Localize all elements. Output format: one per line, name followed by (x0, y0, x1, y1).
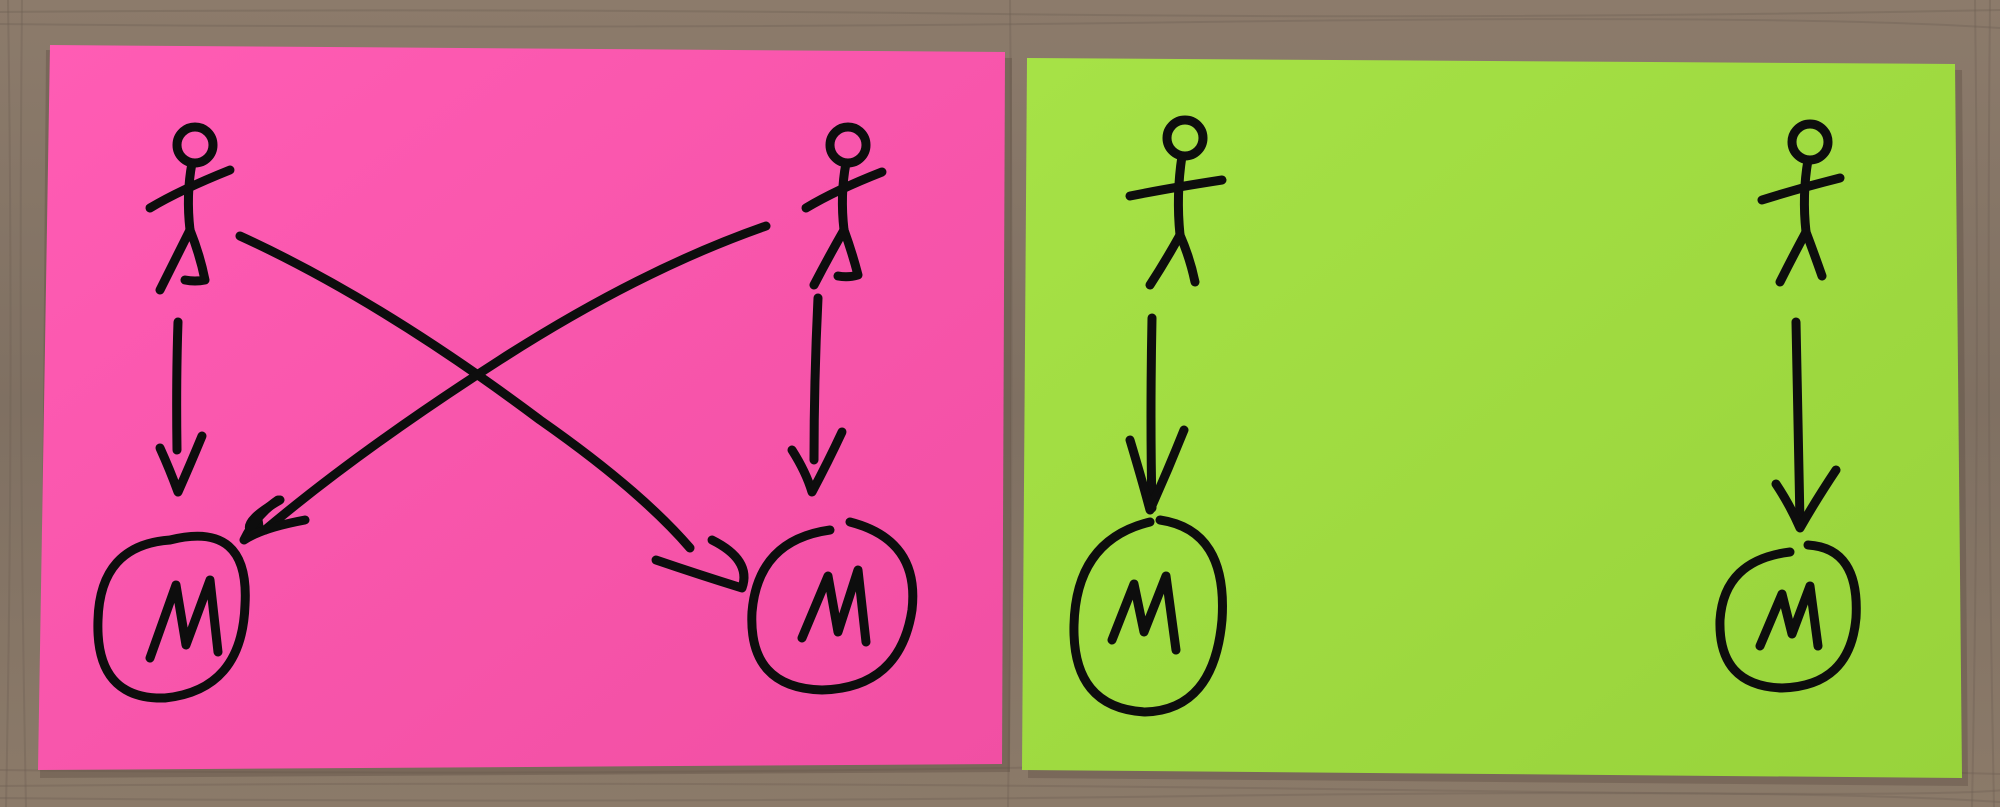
arrow-cross-right-to-left (239, 221, 771, 545)
pink-sticky-note (38, 45, 1012, 778)
circled-m-icon (93, 531, 250, 703)
stick-figure-icon (1757, 119, 1845, 287)
arrow-cross-left-to-right (235, 231, 749, 593)
circled-m-icon (747, 517, 918, 695)
pink-drawing (93, 122, 918, 703)
arrow-right-down-green (1771, 317, 1841, 533)
green-sticky-note (1022, 58, 1968, 786)
arrow-left-down (155, 317, 207, 497)
stick-figure-icon (801, 122, 887, 290)
stick-figure-icon (145, 122, 235, 295)
green-note-paper (1022, 58, 1962, 778)
arrow-right-down (787, 293, 847, 497)
stick-figure-icon (1125, 115, 1227, 290)
circled-m-icon (1715, 540, 1861, 693)
circled-m-icon (1069, 515, 1227, 717)
arrow-left-down-green (1125, 313, 1189, 515)
green-drawing (1069, 115, 1861, 717)
